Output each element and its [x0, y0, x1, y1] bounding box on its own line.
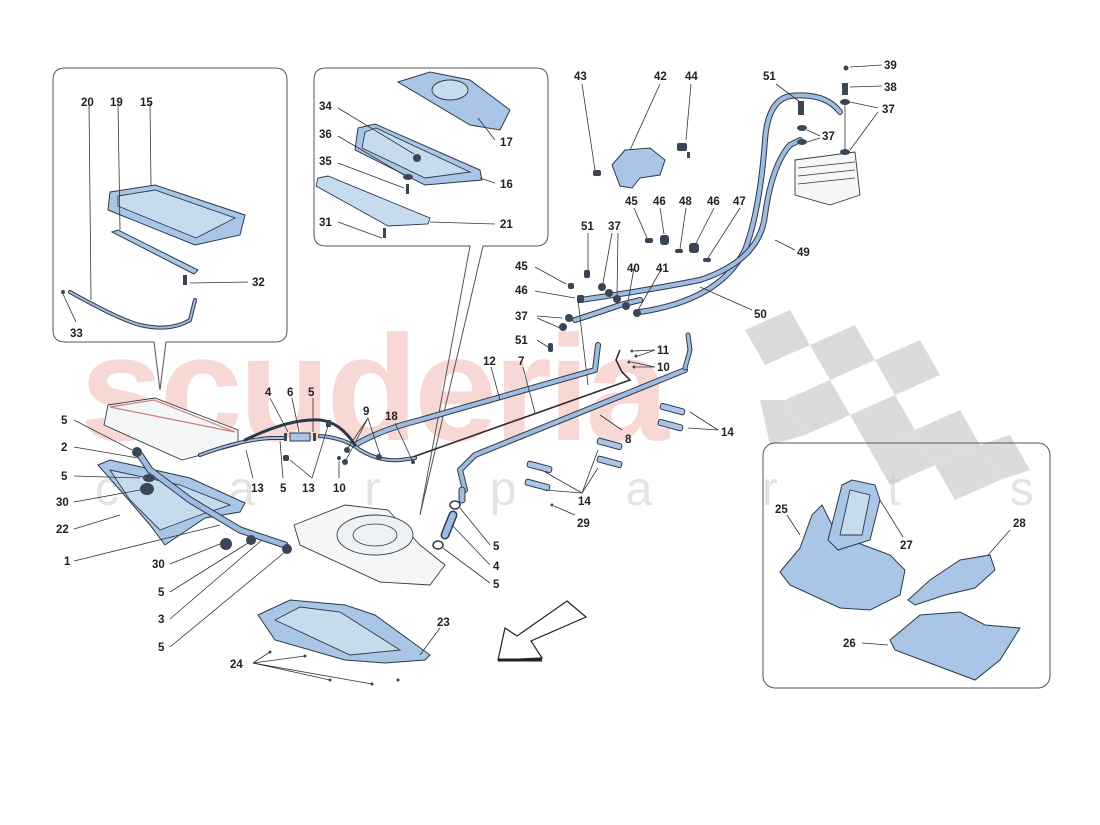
label-2: 2 [61, 442, 67, 454]
label-30-lower: 30 [152, 559, 165, 571]
label-39: 39 [884, 60, 897, 72]
label-29: 29 [577, 518, 590, 530]
label-5-fan-b: 5 [493, 579, 500, 591]
air-duct-26 [889, 611, 1021, 681]
label-45-mid: 45 [515, 261, 528, 273]
label-42: 42 [654, 71, 667, 83]
label-51-top: 51 [763, 71, 776, 83]
label-36: 36 [319, 129, 332, 141]
label-14-lower: 14 [578, 496, 591, 508]
label-15: 15 [140, 97, 153, 109]
label-12: 12 [483, 356, 496, 368]
label-51-lower: 51 [515, 335, 528, 347]
label-19: 19 [110, 97, 123, 109]
brand-watermark-subtitle: c a r p a r t s [95, 463, 1082, 516]
direction-arrow-icon [497, 600, 588, 662]
label-27: 27 [900, 540, 913, 552]
label-49: 49 [797, 247, 810, 259]
label-5-lower-b: 5 [158, 642, 165, 654]
label-35: 35 [319, 156, 332, 168]
label-37-cooler-right: 37 [882, 104, 895, 116]
oil-cooler-group: 51 39 38 37 37 49 50 [577, 60, 897, 321]
label-48: 48 [679, 196, 692, 208]
label-28: 28 [1013, 518, 1026, 530]
fan-unit: 5 4 5 [293, 486, 500, 591]
middle-fittings-group: 51 37 40 41 45 46 37 51 [515, 221, 669, 386]
label-24: 24 [230, 659, 243, 671]
label-4-top: 4 [265, 387, 272, 399]
label-11: 11 [657, 345, 670, 357]
label-37-lower: 37 [515, 311, 528, 323]
label-30-left: 30 [56, 497, 69, 509]
label-34: 34 [319, 101, 332, 113]
long-pipes-group: 12 7 8 11 10 [352, 332, 693, 493]
label-23: 23 [437, 617, 450, 629]
label-5-top: 5 [308, 387, 315, 399]
label-4-fan: 4 [493, 561, 500, 573]
label-7: 7 [518, 356, 524, 368]
label-33: 33 [70, 328, 83, 340]
label-14-right: 14 [721, 427, 734, 439]
label-6: 6 [287, 387, 293, 399]
label-31: 31 [319, 217, 332, 229]
label-45-top: 45 [625, 196, 638, 208]
label-37-cooler-left: 37 [822, 131, 835, 143]
label-46-top-a: 46 [653, 196, 666, 208]
label-47: 47 [733, 196, 746, 208]
label-5-left-b: 5 [61, 471, 68, 483]
left-duct-assembly: 5 2 5 30 22 1 30 5 3 5 [56, 415, 292, 654]
left-radiator-assembly: 4 6 5 9 18 13 5 13 10 [103, 387, 417, 495]
label-3: 3 [158, 614, 164, 626]
label-10-right: 10 [657, 362, 670, 374]
label-20: 20 [81, 97, 94, 109]
label-41: 41 [656, 263, 669, 275]
label-1: 1 [64, 556, 71, 568]
label-32: 32 [252, 277, 265, 289]
label-38: 38 [884, 82, 897, 94]
label-21: 21 [500, 219, 513, 231]
air-duct-28 [907, 554, 996, 606]
label-18: 18 [385, 411, 398, 423]
label-46-mid: 46 [515, 285, 528, 297]
fan-shroud [396, 71, 511, 131]
undertray-assembly: 23 24 [230, 599, 450, 686]
label-50: 50 [754, 309, 767, 321]
label-8: 8 [625, 434, 632, 446]
label-26: 26 [843, 638, 856, 650]
label-13-b: 13 [302, 483, 315, 495]
label-22: 22 [56, 524, 69, 536]
label-43: 43 [574, 71, 587, 83]
label-16: 16 [500, 179, 513, 191]
label-46-top-b: 46 [707, 196, 720, 208]
label-37-mid: 37 [608, 221, 621, 233]
label-5-fan-a: 5 [493, 541, 500, 553]
label-17: 17 [500, 137, 513, 149]
label-13-a: 13 [251, 483, 264, 495]
label-9: 9 [363, 406, 369, 418]
label-5-lower-a: 5 [158, 587, 165, 599]
clips-group: 14 14 29 [524, 402, 734, 530]
label-5-left-a: 5 [61, 415, 68, 427]
checkered-flag-watermark [745, 310, 1030, 500]
radiator-right-inset: 34 36 35 31 17 16 21 [313, 67, 549, 516]
radiator-left-inset: 20 19 15 32 33 [52, 67, 288, 391]
bracket-group: 43 42 44 [574, 71, 698, 189]
air-duct-25 [779, 504, 906, 611]
label-44: 44 [685, 71, 698, 83]
label-40: 40 [627, 263, 640, 275]
label-25: 25 [775, 504, 788, 516]
fittings-group: 45 46 48 46 47 [625, 196, 746, 262]
label-5-mid: 5 [280, 483, 287, 495]
label-51-mid: 51 [581, 221, 594, 233]
air-ducts-inset: 25 27 28 26 [762, 442, 1051, 689]
label-10-mid: 10 [333, 483, 346, 495]
